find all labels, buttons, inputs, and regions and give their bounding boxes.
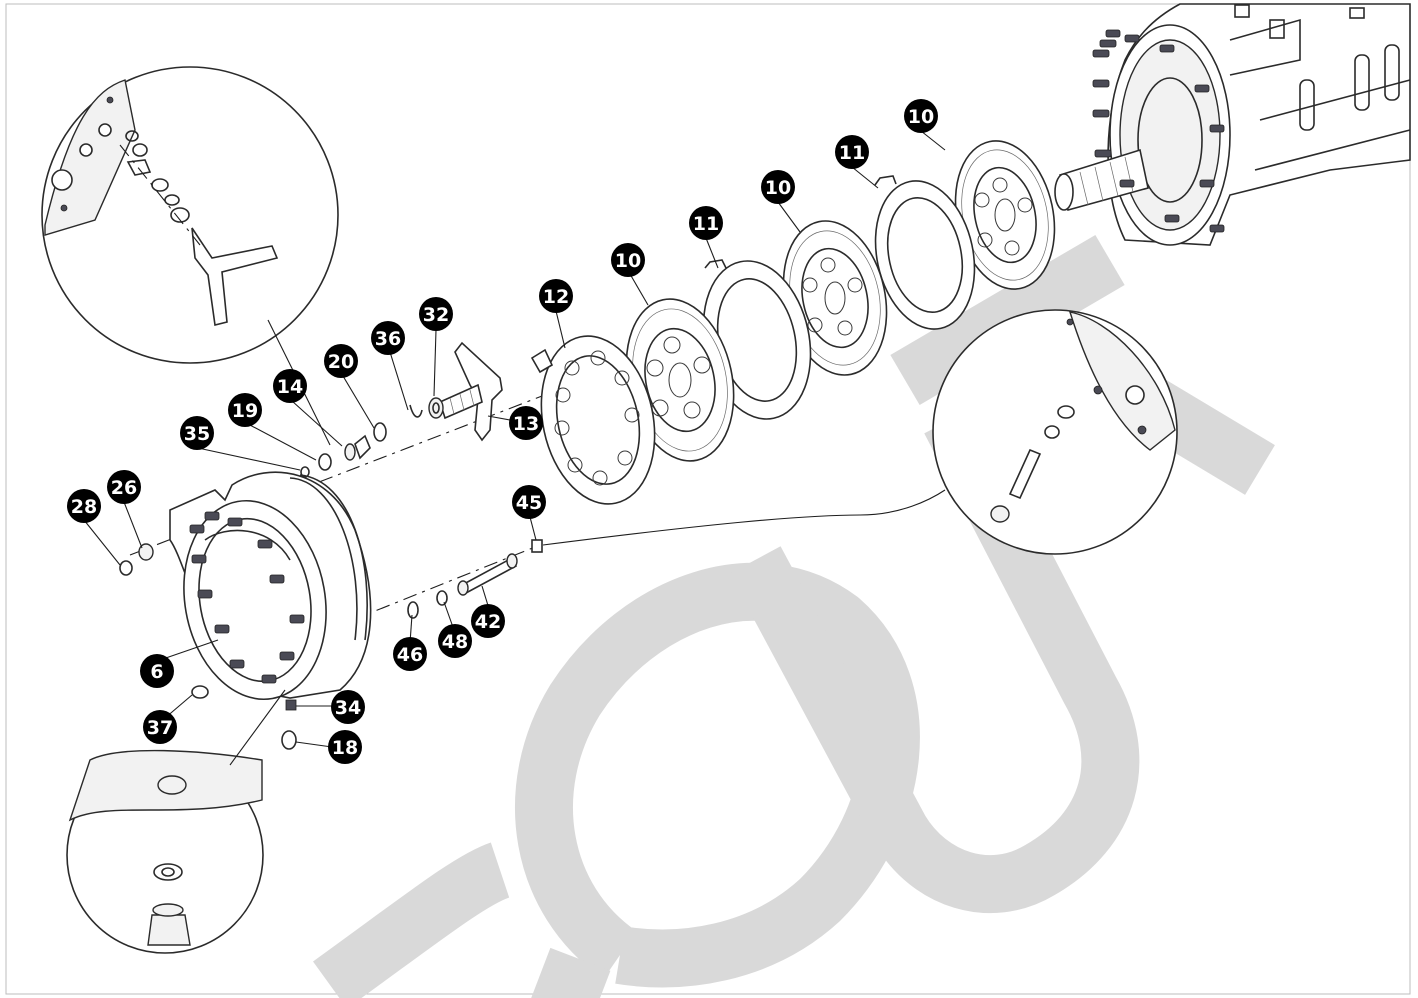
svg-text:12: 12 — [543, 286, 569, 308]
callout-45: 45 — [512, 485, 546, 519]
callout-10b: 10 — [761, 170, 795, 204]
svg-text:26: 26 — [111, 477, 137, 499]
page-border — [5, 3, 1411, 995]
svg-text:28: 28 — [71, 496, 97, 518]
callout-6: 6 — [140, 654, 174, 688]
svg-text:11: 11 — [693, 213, 719, 235]
brake-housing — [169, 471, 372, 701]
callout-32: 32 — [419, 297, 453, 331]
callout-35: 35 — [180, 416, 214, 450]
svg-text:35: 35 — [184, 423, 210, 445]
svg-text:19: 19 — [232, 400, 258, 422]
leader-lines — [83, 130, 946, 766]
svg-text:37: 37 — [147, 717, 173, 739]
detail-view-drain-plug — [66, 749, 264, 954]
svg-text:34: 34 — [335, 697, 361, 719]
callout-11b: 11 — [689, 206, 723, 240]
svg-text:10: 10 — [765, 177, 791, 199]
svg-text:32: 32 — [423, 304, 449, 326]
callout-10c: 10 — [611, 243, 645, 277]
svg-text:42: 42 — [475, 611, 501, 633]
svg-text:6: 6 — [150, 661, 163, 683]
svg-text:46: 46 — [397, 644, 423, 666]
svg-text:13: 13 — [513, 413, 539, 435]
steel-plate-2 — [874, 175, 976, 330]
detail-view-bleed-screw — [932, 309, 1178, 555]
small-fittings — [119, 539, 543, 750]
callout-20: 20 — [324, 344, 358, 378]
callout-18: 18 — [328, 730, 362, 764]
callout-14: 14 — [273, 369, 307, 403]
detail-view-linkage — [41, 66, 339, 364]
svg-text:10: 10 — [908, 106, 934, 128]
piston-plate — [530, 335, 656, 505]
svg-text:20: 20 — [328, 351, 354, 373]
svg-text:10: 10 — [615, 250, 641, 272]
callout-46: 46 — [393, 637, 427, 671]
callout-13: 13 — [509, 406, 543, 440]
callout-28: 28 — [67, 489, 101, 523]
callout-19: 19 — [228, 393, 262, 427]
svg-text:48: 48 — [442, 631, 468, 653]
callout-34: 34 — [331, 690, 365, 724]
callout-37: 37 — [143, 710, 177, 744]
callout-48: 48 — [438, 624, 472, 658]
callout-36: 36 — [371, 321, 405, 355]
brake-lever — [439, 341, 503, 442]
svg-text:36: 36 — [375, 328, 401, 350]
svg-text:45: 45 — [516, 492, 542, 514]
seals-and-washers — [300, 397, 444, 478]
svg-text:11: 11 — [839, 142, 865, 164]
callout-10a: 10 — [904, 99, 938, 133]
callout-12: 12 — [539, 279, 573, 313]
callout-42: 42 — [471, 604, 505, 638]
svg-text:18: 18 — [332, 737, 358, 759]
axle-housing — [1054, 3, 1411, 246]
svg-text:14: 14 — [277, 376, 303, 398]
callout-26: 26 — [107, 470, 141, 504]
callout-11a: 11 — [835, 135, 869, 169]
